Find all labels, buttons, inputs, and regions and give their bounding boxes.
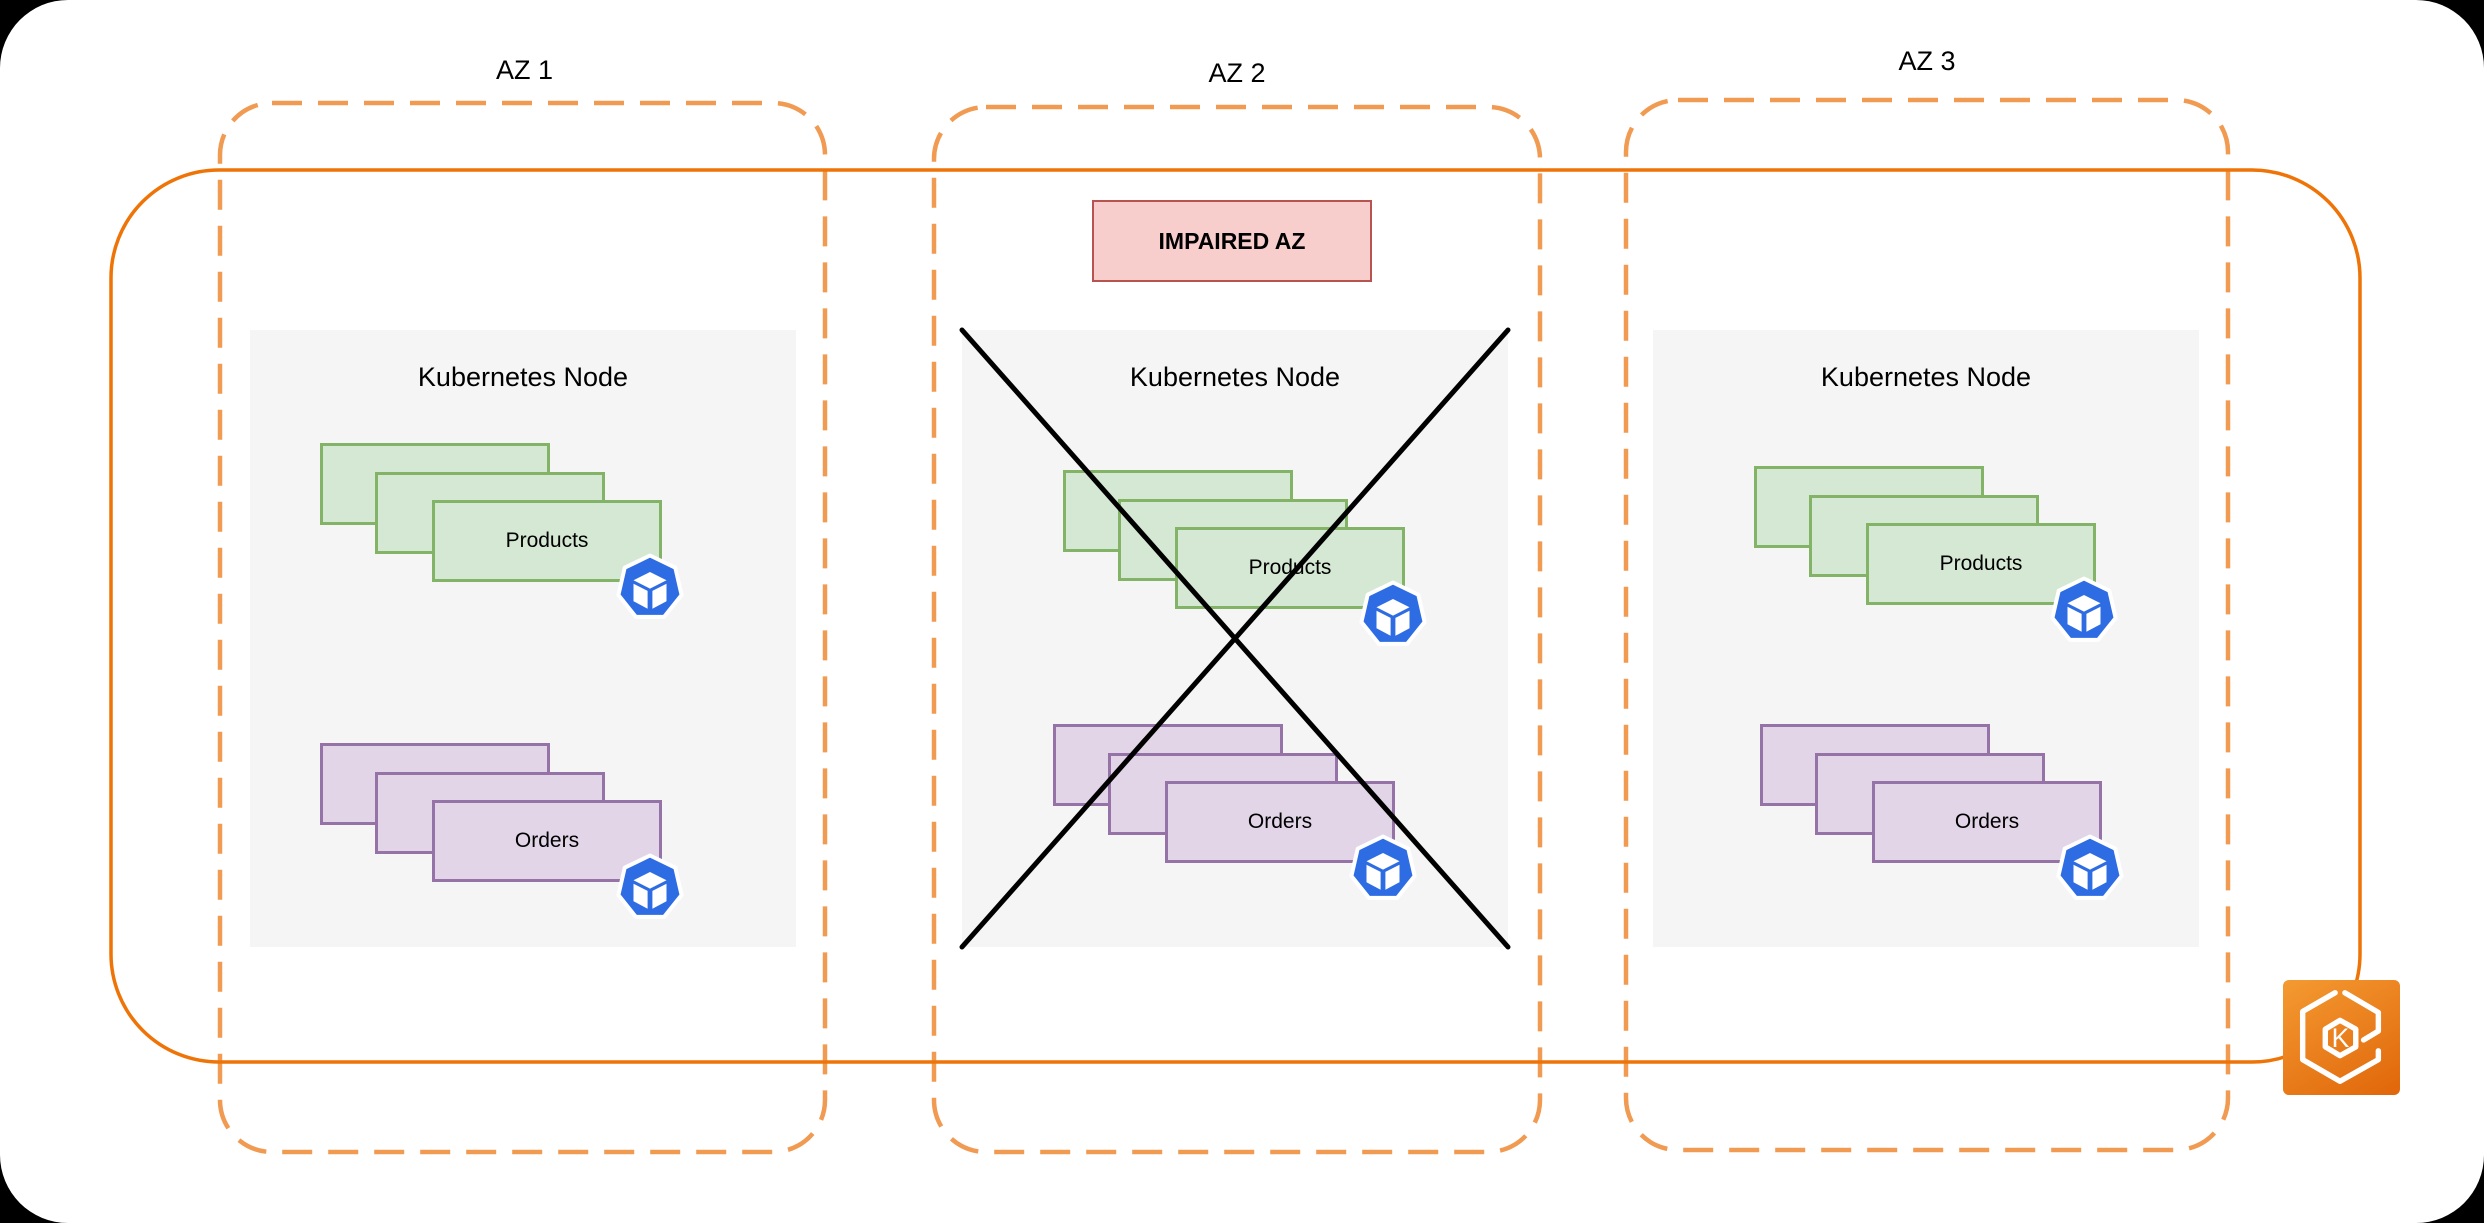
kubernetes-pod-icon	[2055, 833, 2125, 903]
pod-label: Orders	[514, 829, 580, 852]
kubernetes-pod-icon	[2049, 575, 2119, 645]
pod-label: Orders	[1247, 810, 1313, 833]
az1-label: AZ 1	[495, 55, 554, 85]
pod-label: Orders	[1954, 810, 2020, 833]
node-title: Kubernetes Node	[1820, 362, 2032, 392]
pod-label: Products	[1248, 556, 1332, 579]
impaired-az-badge: IMPAIRED AZ	[1092, 200, 1372, 282]
eks-hexagon-cut	[2342, 990, 2382, 1043]
kubernetes-pod-icon	[615, 852, 685, 922]
kubernetes-pod-icon	[615, 552, 685, 622]
eks-letter: K	[2332, 1023, 2350, 1053]
node-title: Kubernetes Node	[417, 362, 629, 392]
pod-label: Products	[505, 529, 589, 552]
kubernetes-pod-icon	[1348, 833, 1418, 903]
pod-label: Products	[1939, 552, 2023, 575]
node-title: Kubernetes Node	[1129, 362, 1341, 392]
az3-label: AZ 3	[1898, 46, 1956, 76]
az2-label: AZ 2	[1208, 58, 1266, 88]
kubernetes-pod-icon	[1358, 579, 1428, 649]
amazon-eks-icon: K	[2283, 980, 2400, 1095]
